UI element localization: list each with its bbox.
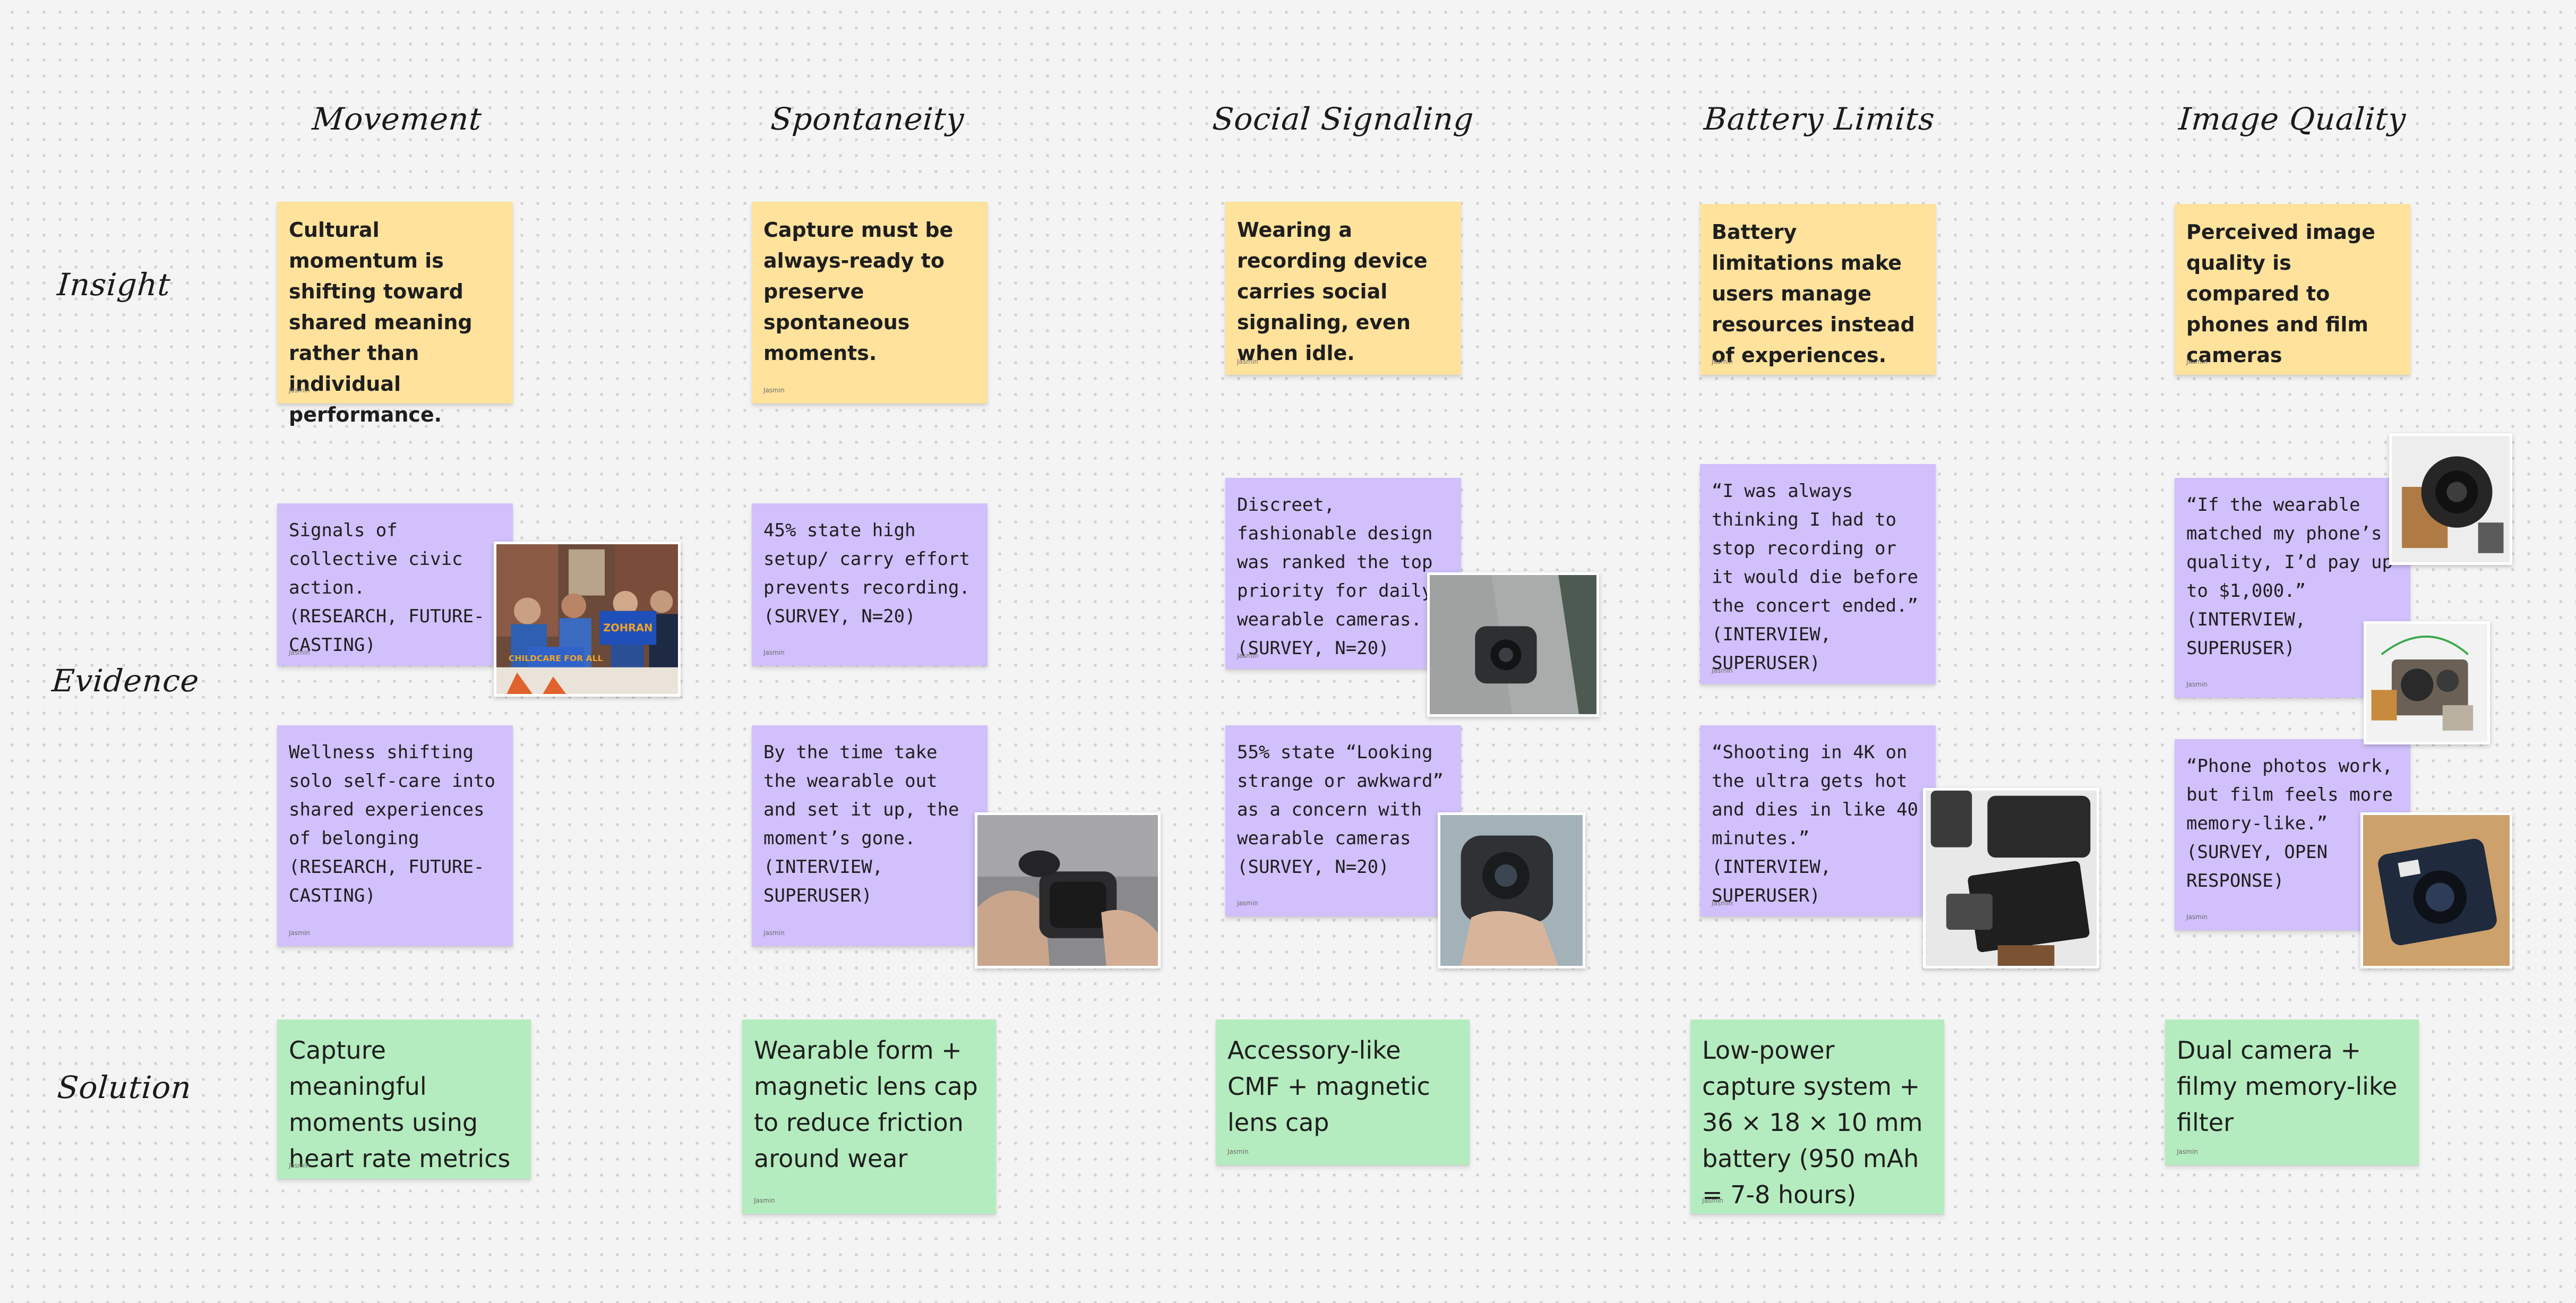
sticky-author: Jasmin: [1227, 1148, 1249, 1155]
sticky-text: Wearing a recording device carries socia…: [1237, 218, 1428, 365]
sticky-text: Wearable form + magnetic lens cap to red…: [754, 1036, 978, 1173]
evidence-sticky-social-signaling-1[interactable]: Discreet, fashionable design was ranked …: [1225, 478, 1461, 669]
sticky-text: “Phone photos work, but film feels more …: [2186, 756, 2393, 891]
solution-sticky-social-signaling[interactable]: Accessory-like CMF + magnetic lens cap J…: [1216, 1019, 1470, 1165]
evidence-sticky-social-signaling-2[interactable]: 55% state “Looking strange or awkward” a…: [1225, 725, 1461, 916]
sticky-text: Capture meaningful moments using heart r…: [289, 1036, 511, 1173]
insight-sticky-image-quality[interactable]: Perceived image quality is compared to p…: [2175, 204, 2410, 375]
sticky-text: “If the wearable matched my phone’s qual…: [2186, 494, 2393, 659]
sticky-text: Dual camera + filmy memory-like filter: [2177, 1036, 2398, 1137]
sticky-author: Jasmin: [1702, 1197, 1723, 1204]
battery-devices-photo-image: [1926, 791, 2097, 966]
sticky-text: 45% state high setup/ carry effort preve…: [763, 520, 970, 627]
camera-parts-photo-image: [2366, 624, 2487, 742]
sticky-author: Jasmin: [763, 929, 785, 937]
handheld-camera-photo-image: [1440, 815, 1583, 966]
photo-handheld-camera[interactable]: [1438, 812, 1585, 968]
photo-camera-module[interactable]: [2389, 433, 2512, 565]
sticky-text: 55% state “Looking strange or awkward” a…: [1237, 742, 1444, 878]
sticky-author: Jasmin: [2186, 681, 2208, 688]
sticky-author: Jasmin: [289, 649, 310, 656]
sticky-author: Jasmin: [2177, 1148, 2198, 1155]
sticky-author: Jasmin: [1712, 667, 1733, 674]
sticky-text: “Shooting in 4K on the ultra gets hot an…: [1712, 742, 1918, 906]
clip-camera-photo-image: [1430, 575, 1596, 714]
row-header-evidence: Evidence: [50, 663, 201, 699]
evidence-sticky-battery-limits-1[interactable]: “I was always thinking I had to stop rec…: [1700, 464, 1936, 684]
insight-sticky-movement[interactable]: Cultural momentum is shifting toward sha…: [277, 202, 513, 426]
rally-photo-image: CHILDCARE FOR ALL ZOHRAN: [496, 544, 678, 694]
column-header-movement: Movement: [311, 101, 484, 137]
rally-sign-text-1: CHILDCARE FOR ALL: [509, 654, 603, 663]
photo-battery-devices[interactable]: [1923, 788, 2099, 968]
sticky-text: Signals of collective civic action. (RES…: [289, 520, 485, 656]
photo-rally[interactable]: CHILDCARE FOR ALL ZOHRAN: [494, 542, 681, 697]
evidence-sticky-movement-1[interactable]: Signals of collective civic action. (RES…: [277, 503, 513, 666]
sticky-author: Jasmin: [289, 387, 310, 394]
evidence-sticky-battery-limits-2[interactable]: “Shooting in 4K on the ultra gets hot an…: [1700, 725, 1936, 916]
sticky-author: Jasmin: [289, 1162, 310, 1169]
insight-sticky-social-signaling[interactable]: Wearing a recording device carries socia…: [1225, 202, 1461, 375]
sticky-text: Battery limitations make users manage re…: [1712, 220, 1915, 367]
sticky-author: Jasmin: [1712, 899, 1733, 907]
insight-sticky-spontaneity[interactable]: Capture must be always-ready to preserve…: [752, 202, 988, 404]
row-header-solution: Solution: [56, 1069, 193, 1105]
sticky-author: Jasmin: [2186, 358, 2208, 365]
photo-camera-case[interactable]: [975, 812, 1161, 968]
sticky-text: Discreet, fashionable design was ranked …: [1237, 494, 1433, 659]
evidence-sticky-image-quality-1[interactable]: “If the wearable matched my phone’s qual…: [2175, 478, 2410, 698]
evidence-sticky-spontaneity-1[interactable]: 45% state high setup/ carry effort preve…: [752, 503, 988, 666]
instant-camera-photo-image: [2363, 815, 2510, 966]
sticky-author: Jasmin: [763, 387, 785, 394]
evidence-sticky-movement-2[interactable]: Wellness shifting solo self-care into sh…: [277, 725, 513, 946]
evidence-sticky-spontaneity-2[interactable]: By the time take the wearable out and se…: [752, 725, 988, 946]
sticky-text: Wellness shifting solo self-care into sh…: [289, 742, 495, 906]
solution-sticky-image-quality[interactable]: Dual camera + filmy memory-like filter J…: [2165, 1019, 2419, 1165]
column-header-image-quality: Image Quality: [2177, 101, 2408, 137]
column-header-battery-limits: Battery Limits: [1703, 101, 1936, 137]
sticky-author: Jasmin: [754, 1197, 775, 1204]
camera-module-photo-image: [2392, 436, 2510, 562]
sticky-author: Jasmin: [1237, 358, 1258, 365]
column-header-spontaneity: Spontaneity: [769, 101, 966, 137]
sticky-author: Jasmin: [1237, 899, 1258, 907]
sticky-text: Accessory-like CMF + magnetic lens cap: [1227, 1036, 1430, 1137]
photo-instant-camera[interactable]: [2360, 812, 2512, 968]
sticky-author: Jasmin: [763, 649, 785, 656]
sticky-text: Cultural momentum is shifting toward sha…: [289, 218, 473, 426]
sticky-author: Jasmin: [2186, 913, 2208, 921]
row-header-insight: Insight: [56, 267, 172, 303]
solution-sticky-movement[interactable]: Capture meaningful moments using heart r…: [277, 1019, 531, 1179]
sticky-text: Capture must be always-ready to preserve…: [763, 218, 954, 365]
sticky-text: Low-power capture system + 36 × 18 × 10 …: [1702, 1036, 1923, 1209]
sticky-author: Jasmin: [1712, 358, 1733, 365]
sticky-text: Perceived image quality is compared to p…: [2186, 220, 2375, 367]
sticky-author: Jasmin: [289, 929, 310, 937]
photo-camera-parts[interactable]: [2364, 621, 2490, 744]
photo-clip-camera[interactable]: [1427, 572, 1599, 717]
camera-case-photo-image: [977, 815, 1158, 966]
column-header-social-signaling: Social Signaling: [1211, 101, 1475, 137]
sticky-author: Jasmin: [1237, 652, 1258, 659]
rally-sign-text-2: ZOHRAN: [603, 622, 652, 634]
sticky-text: “I was always thinking I had to stop rec…: [1712, 481, 1918, 674]
solution-sticky-spontaneity[interactable]: Wearable form + magnetic lens cap to red…: [742, 1019, 996, 1214]
sticky-text: By the time take the wearable out and se…: [763, 742, 959, 906]
solution-sticky-battery-limits[interactable]: Low-power capture system + 36 × 18 × 10 …: [1690, 1019, 1944, 1214]
insight-sticky-battery-limits[interactable]: Battery limitations make users manage re…: [1700, 204, 1936, 375]
